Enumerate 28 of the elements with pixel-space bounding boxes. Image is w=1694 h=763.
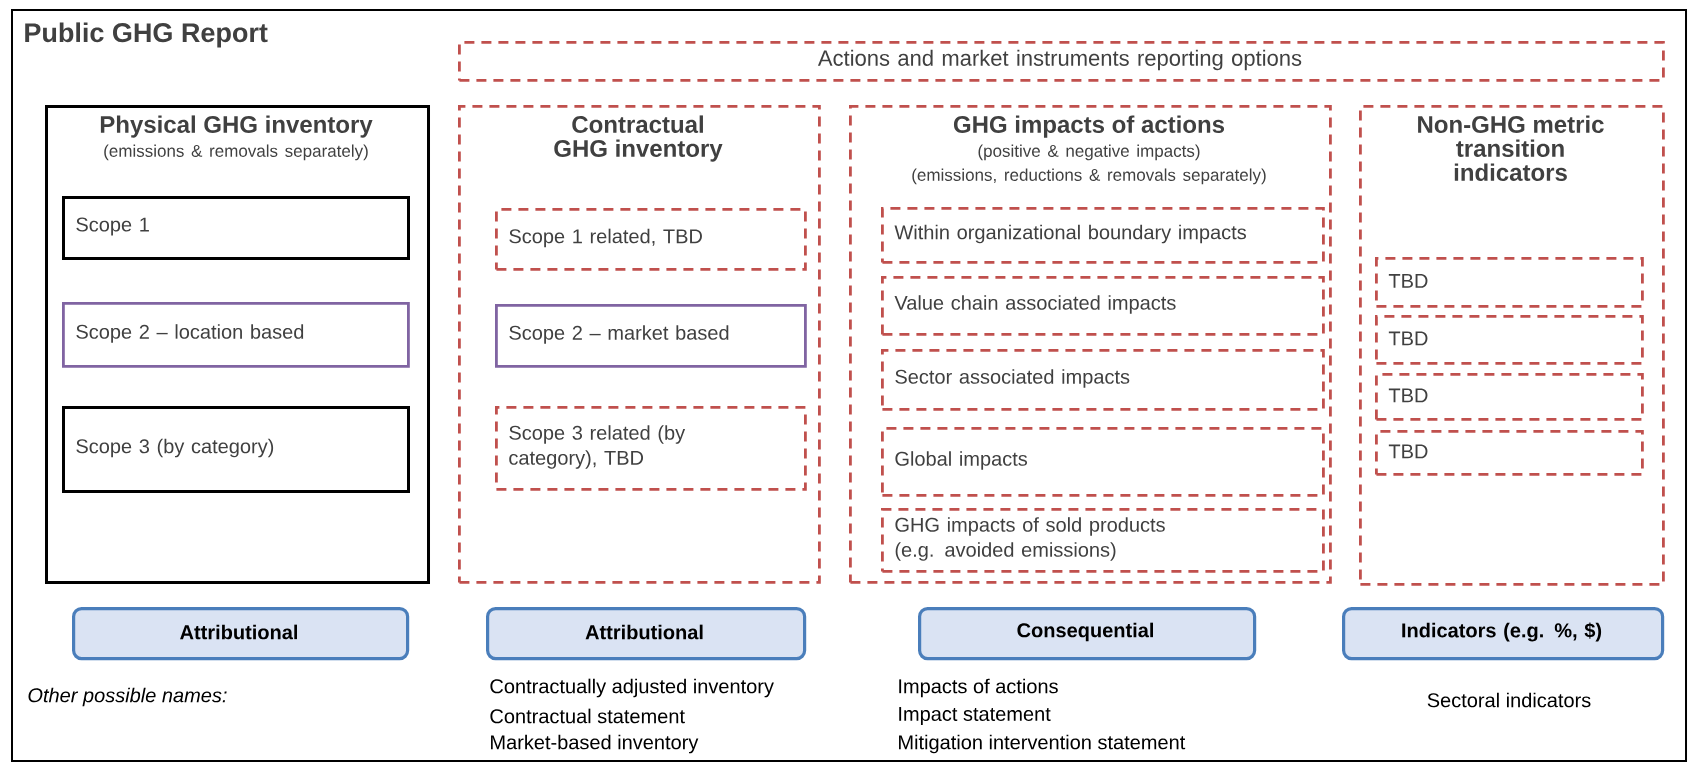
approach-badge: Consequential: [918, 607, 1257, 661]
option-box: Within organizational boundary impacts: [881, 207, 1325, 264]
alternative-name: Impacts of actions: [899, 678, 1058, 698]
alternative-name: Impact statement: [899, 707, 1051, 725]
option-box: Scope 1 related, TBD: [495, 208, 807, 271]
option-box: Global impacts: [881, 427, 1325, 497]
scope-box: Scope 2 – location based: [62, 302, 410, 368]
option-box: TBD: [1375, 257, 1644, 308]
option-box: TBD: [1375, 373, 1644, 421]
option-box: Scope 3 related (by category), TBD: [495, 406, 807, 491]
option-box: Actions and market instruments reporting options: [458, 41, 1665, 82]
approach-badge: Attributional: [72, 607, 410, 661]
alternative-name: Contractually adjusted inventory: [490, 678, 774, 698]
scope-box: Scope 3 (by category): [62, 406, 410, 493]
alternative-name: Market-based inventory: [491, 734, 699, 754]
scope-box: Scope 1: [62, 196, 410, 260]
option-box: Value chain associated impacts: [881, 276, 1325, 336]
scope-box: Scope 2 – market based: [495, 304, 807, 368]
note-heading: Other possible names:: [28, 687, 227, 707]
option-box: TBD: [1375, 315, 1644, 365]
option-box: GHG impacts of sold products (e.g. avoided emissions): [881, 508, 1325, 573]
approach-badge: Attributional: [486, 607, 807, 661]
alternative-name: Sectoral indicators: [1427, 692, 1591, 708]
option-box: Sector associated impacts: [881, 349, 1325, 411]
alternative-name: Contractual statement: [490, 708, 685, 724]
option-box: TBD: [1375, 430, 1644, 476]
approach-badge: Indicators (e.g. %, $): [1342, 607, 1665, 661]
alternative-name: Mitigation intervention statement: [899, 734, 1186, 754]
